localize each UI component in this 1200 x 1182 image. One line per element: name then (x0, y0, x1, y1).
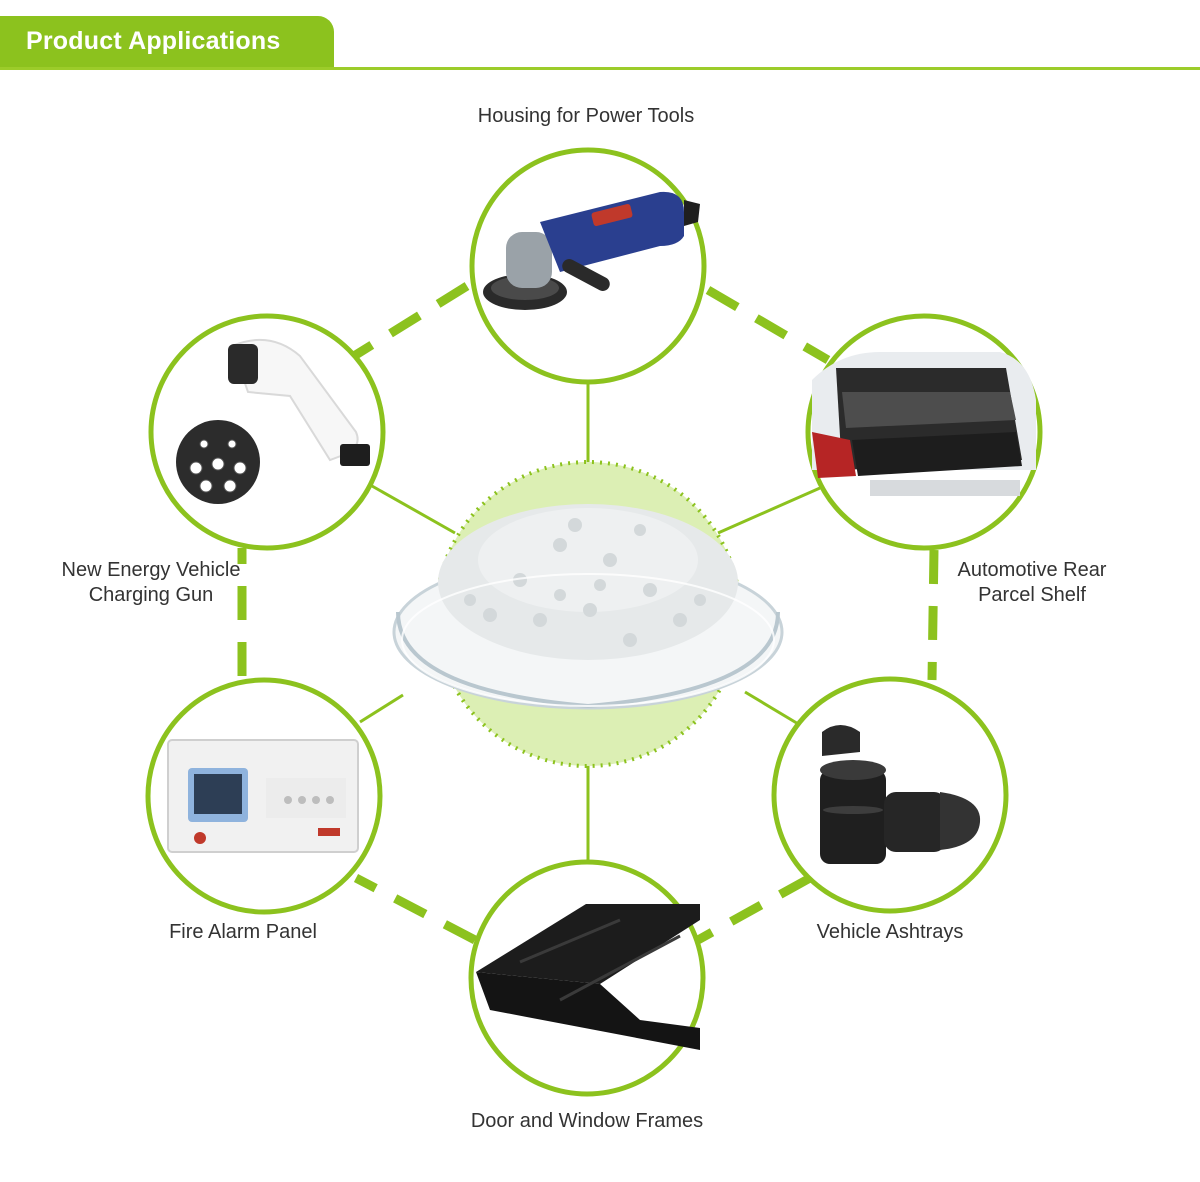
ev-charger-image (176, 339, 370, 504)
label-line: New Energy Vehicle (61, 559, 241, 581)
ring-segment (705, 286, 831, 364)
ring-segment (353, 874, 478, 944)
node-window-frames (468, 859, 706, 1097)
black-profile-image (476, 904, 700, 1050)
node-rear-parcel-shelf (805, 313, 1043, 551)
ring-segment (351, 282, 470, 360)
angle-grinder-image (483, 191, 700, 310)
header-divider (0, 67, 1200, 70)
car-trunk-image (812, 352, 1036, 496)
center-product (392, 460, 784, 768)
node-ashtrays (771, 676, 1009, 914)
alarm-panel-image (167, 739, 359, 853)
spoke (359, 693, 404, 724)
label-charging-gun: New Energy Vehicle Charging Gun (31, 558, 271, 608)
spoke (371, 484, 456, 535)
label-line: Automotive Rear (957, 559, 1107, 581)
spoke (744, 690, 801, 727)
spoke (717, 486, 821, 535)
label-line: Parcel Shelf (978, 584, 1086, 606)
header-tab (0, 16, 334, 68)
ring-segment (927, 549, 939, 681)
label-line: Charging Gun (88, 584, 214, 606)
node-fire-alarm (145, 677, 383, 915)
page-title: Product Applications (26, 27, 281, 55)
label-ashtrays: Vehicle Ashtrays (816, 921, 964, 943)
label-fire-alarm: Fire Alarm Panel (169, 921, 317, 943)
black-ashtrays-image (820, 725, 981, 864)
pellets-dish-image (392, 504, 784, 710)
node-charging-gun (148, 313, 386, 551)
ring-segment (695, 874, 813, 944)
label-rear-parcel-shelf: Automotive Rear Parcel Shelf (902, 558, 1162, 608)
spokes (359, 384, 821, 860)
label-power-tools: Housing for Power Tools (477, 105, 695, 127)
node-power-tools (469, 147, 707, 385)
dashed-ring (237, 282, 939, 944)
label-window-frames: Door and Window Frames (470, 1110, 704, 1132)
